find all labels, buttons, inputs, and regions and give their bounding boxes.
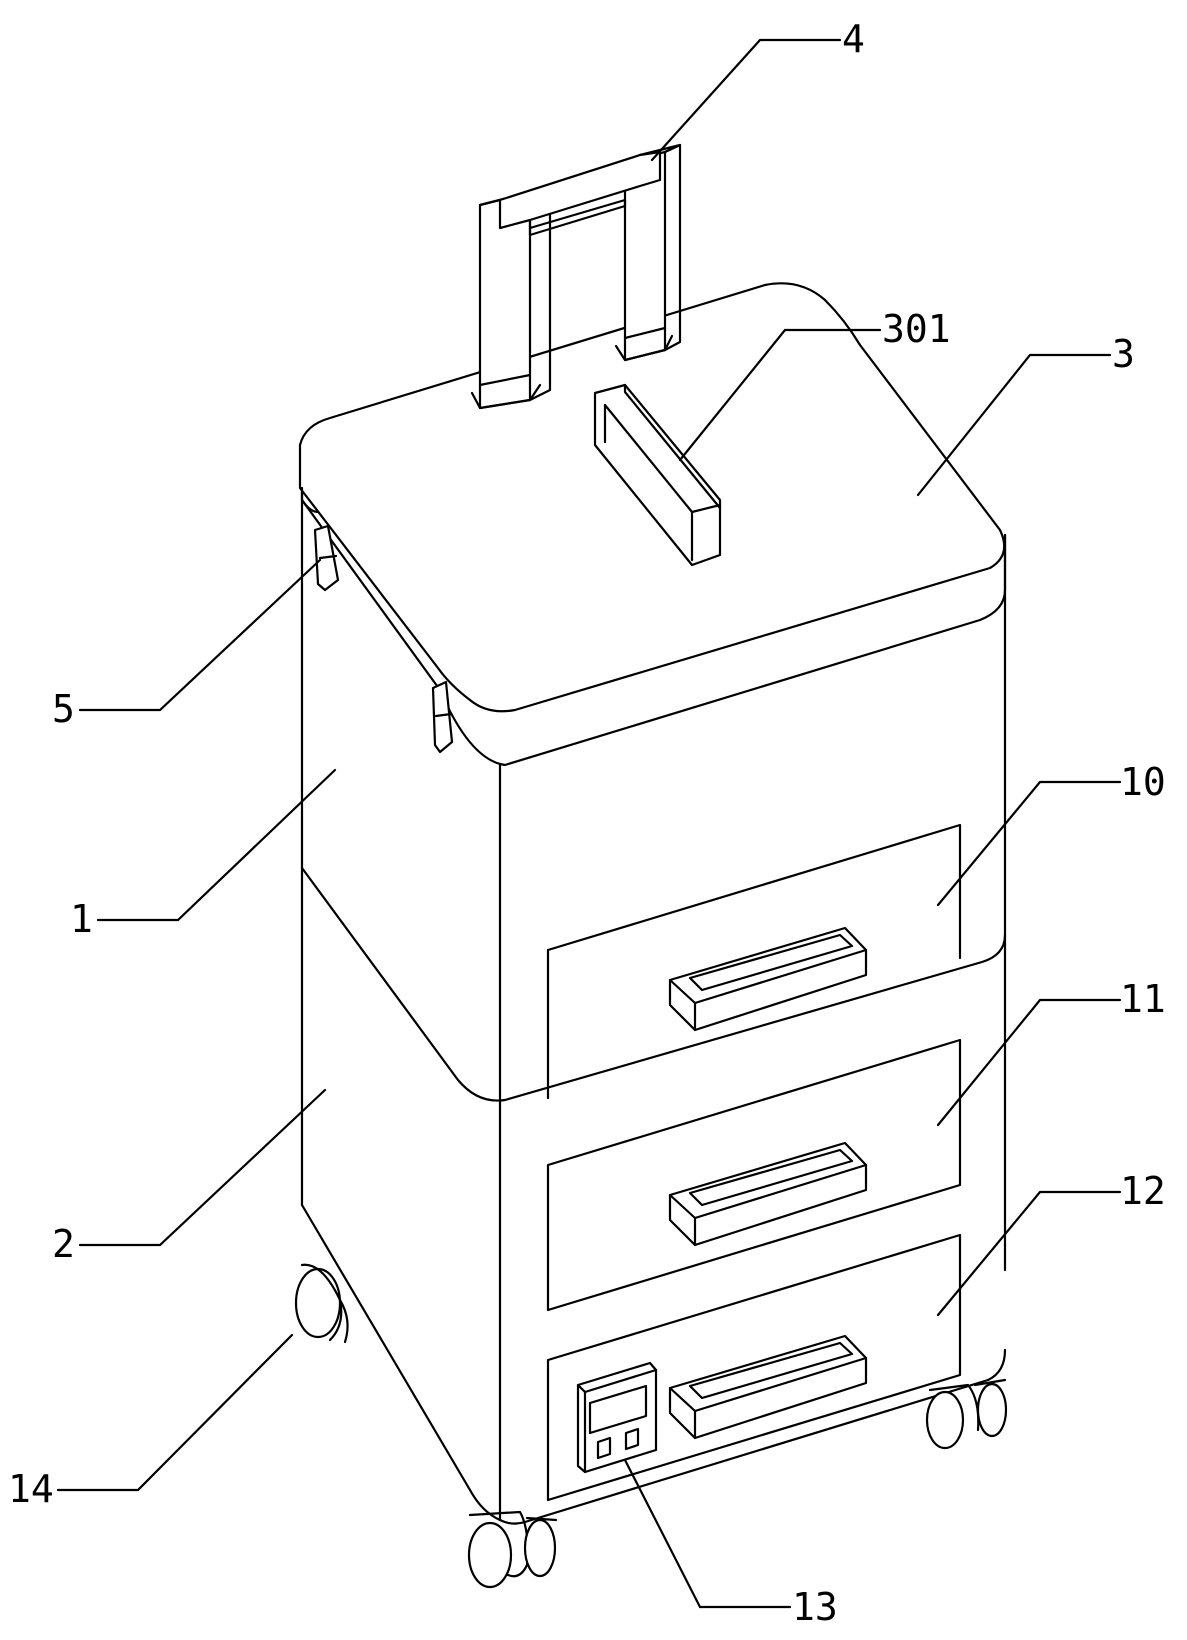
drawer-11 (546, 1038, 962, 1312)
panel-button-left (596, 1436, 612, 1460)
lid (298, 282, 1007, 767)
wheel-front-right (925, 1378, 1008, 1450)
leader-13 (623, 1458, 792, 1609)
leader-2 (78, 1088, 327, 1247)
latch-lower (431, 680, 454, 754)
leader-11 (936, 998, 1122, 1127)
drawer-10 (546, 823, 962, 1100)
reference-numerals: 4 301 3 5 10 1 11 12 2 14 13 (8, 17, 1166, 1629)
label-14: 14 (8, 1467, 54, 1511)
label-3: 3 (1112, 332, 1135, 376)
telescopic-handle (470, 143, 682, 410)
label-1: 1 (70, 897, 93, 941)
wheel-left (294, 1263, 349, 1344)
leader-4 (650, 38, 842, 162)
case-body (300, 448, 1007, 1525)
label-12: 12 (1120, 1169, 1166, 1213)
panel-button-right (624, 1427, 640, 1451)
leader-lines (56, 38, 1122, 1609)
label-10: 10 (1120, 760, 1166, 804)
leader-3 (916, 353, 1112, 497)
leader-14 (56, 1333, 294, 1492)
leader-10 (936, 780, 1122, 907)
lid-handle (593, 383, 722, 567)
box-seam (300, 866, 1007, 1102)
display-screen (588, 1384, 648, 1435)
label-4: 4 (842, 17, 865, 61)
label-2: 2 (52, 1222, 75, 1266)
label-301: 301 (882, 307, 951, 351)
wheel-front-left (467, 1510, 558, 1589)
label-13: 13 (792, 1585, 838, 1629)
control-panel (576, 1361, 658, 1474)
leader-1 (96, 768, 337, 922)
leader-12 (936, 1190, 1122, 1317)
leader-5 (78, 558, 322, 712)
leader-301 (678, 328, 882, 462)
label-11: 11 (1120, 977, 1166, 1021)
label-5: 5 (52, 687, 75, 731)
latch-upper (313, 524, 340, 592)
